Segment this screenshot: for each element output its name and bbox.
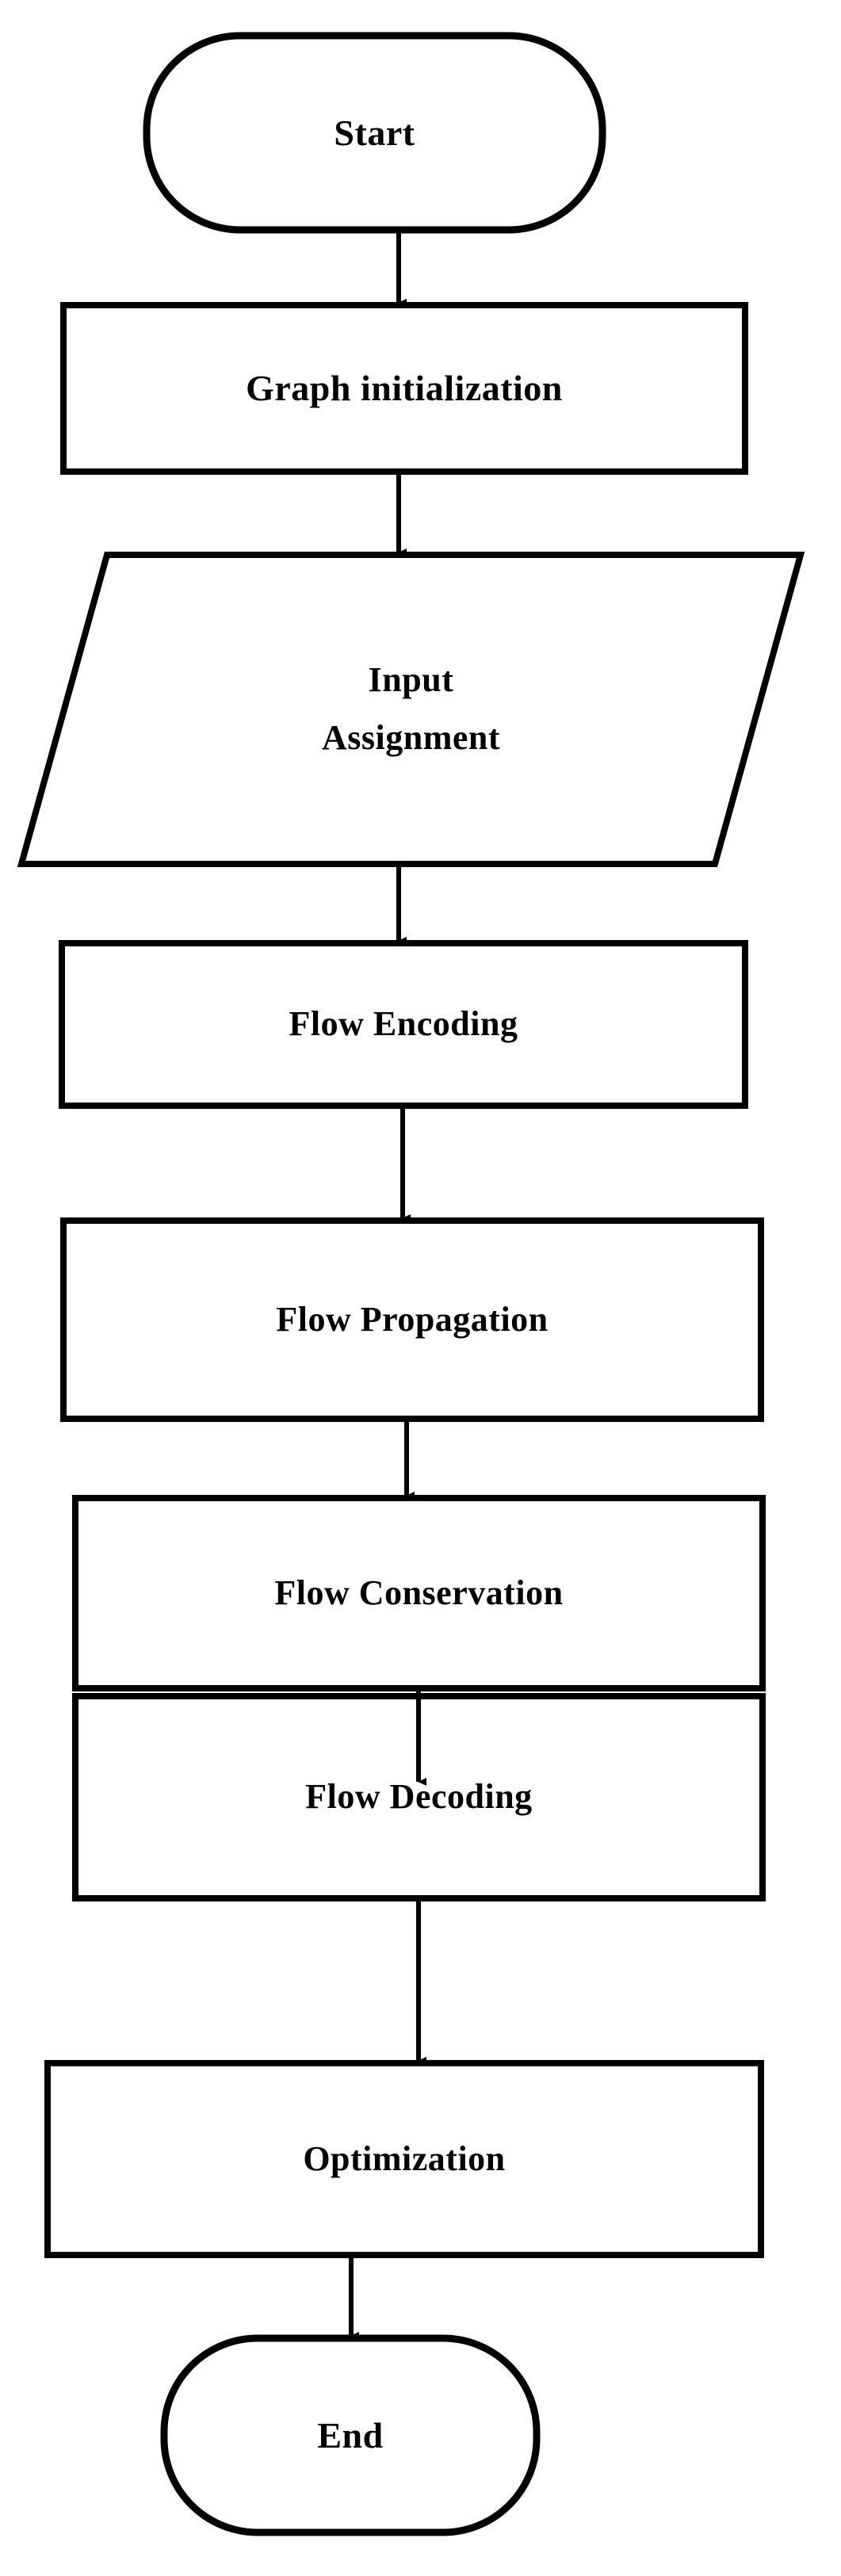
node-shape-end[interactable] <box>160 2334 541 2536</box>
node-shape-flow-propagation[interactable] <box>60 1217 764 1422</box>
node-shape-flow-conservation[interactable] <box>72 1495 766 1691</box>
node-shape-flow-encoding[interactable] <box>59 940 748 1109</box>
node-shape-start[interactable] <box>143 32 606 234</box>
node-shape-input-assignment[interactable] <box>17 552 805 867</box>
node-shape-optimization[interactable] <box>44 2060 764 2258</box>
node-shape-graph-initialization[interactable] <box>60 302 748 475</box>
